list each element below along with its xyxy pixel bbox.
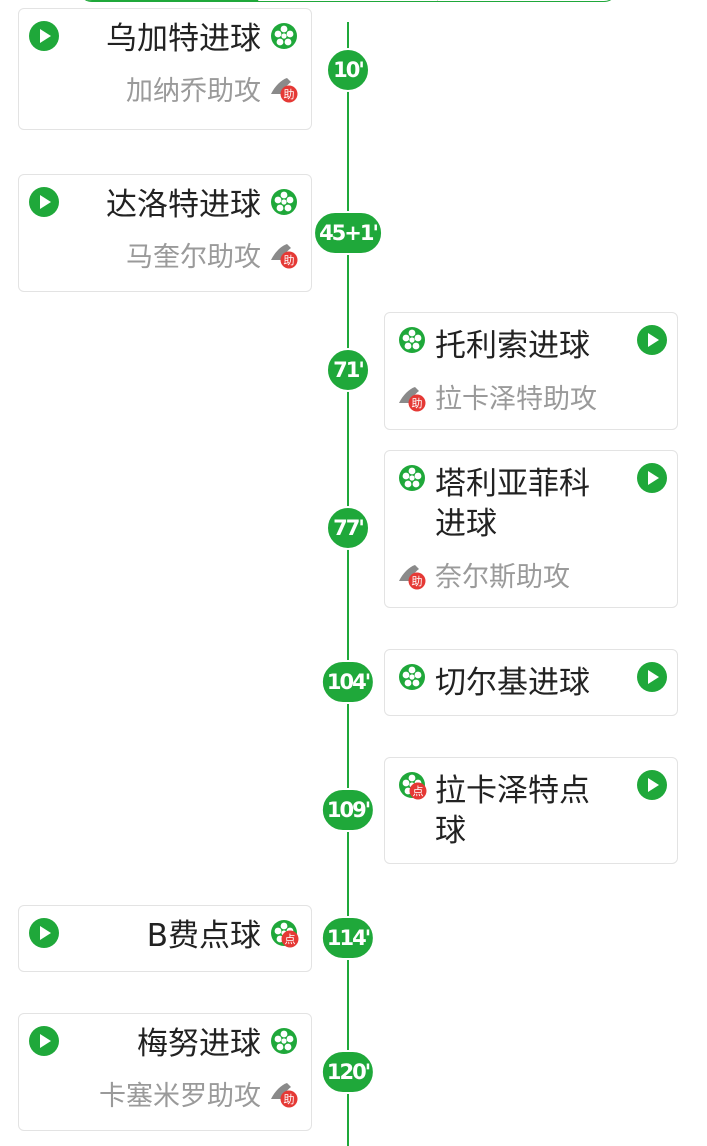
- tab-second[interactable]: [259, 0, 439, 1]
- svg-text:点: 点: [413, 785, 424, 798]
- svg-text:助: 助: [412, 396, 423, 410]
- play-icon[interactable]: [29, 918, 59, 948]
- svg-text:助: 助: [412, 574, 423, 588]
- event-card[interactable]: 托利索进球 助 拉卡泽特助攻: [384, 312, 678, 430]
- tab-third[interactable]: [438, 0, 617, 1]
- play-icon[interactable]: [637, 770, 667, 800]
- minute-badge: 120': [320, 1050, 376, 1094]
- football-icon: [269, 1026, 299, 1056]
- penalty-football-icon: 点: [397, 770, 427, 800]
- football-icon: [269, 21, 299, 51]
- minute-badge: 10': [326, 48, 370, 92]
- play-icon[interactable]: [637, 662, 667, 692]
- football-icon: [397, 662, 427, 692]
- event-title: 托利索进球: [435, 328, 590, 364]
- play-icon[interactable]: [29, 21, 59, 51]
- assist-label: 奈尔斯助攻: [435, 562, 570, 593]
- event-title: 乌加特进球: [106, 21, 261, 57]
- event-title: 达洛特进球: [106, 187, 261, 223]
- boot-assist-icon: 助: [397, 383, 427, 413]
- boot-assist-icon: 助: [397, 561, 427, 591]
- assist-label: 拉卡泽特助攻: [435, 384, 597, 415]
- event-title: 拉卡泽特点球: [435, 773, 590, 849]
- event-card[interactable]: B费点球 点: [18, 905, 312, 972]
- play-icon[interactable]: [29, 187, 59, 217]
- assist-label: 马奎尔助攻: [126, 242, 261, 273]
- football-icon: [269, 187, 299, 217]
- event-card[interactable]: 达洛特进球 马奎尔助攻 助: [18, 174, 312, 292]
- minute-badge: 77': [326, 506, 370, 550]
- penalty-football-icon: 点: [269, 918, 299, 948]
- svg-text:点: 点: [285, 933, 296, 946]
- assist-label: 卡塞米罗助攻: [99, 1081, 261, 1112]
- event-title: 塔利亚菲科进球: [435, 466, 590, 542]
- tab-active[interactable]: [79, 0, 259, 1]
- svg-text:助: 助: [284, 1092, 295, 1106]
- event-title: 切尔基进球: [435, 665, 590, 701]
- minute-badge: 71': [326, 348, 370, 392]
- play-icon[interactable]: [637, 325, 667, 355]
- assist-label: 加纳乔助攻: [126, 76, 261, 107]
- event-card[interactable]: 梅努进球 卡塞米罗助攻 助: [18, 1013, 312, 1131]
- football-icon: [397, 325, 427, 355]
- minute-badge: 45+1': [313, 211, 383, 255]
- boot-assist-icon: 助: [269, 1079, 299, 1109]
- football-icon: [397, 463, 427, 493]
- event-title: 梅努进球: [137, 1026, 261, 1062]
- play-icon[interactable]: [637, 463, 667, 493]
- event-title: B费点球: [146, 918, 261, 954]
- event-card[interactable]: 乌加特进球 加纳乔助攻 助: [18, 8, 312, 130]
- timeline-line: [347, 22, 349, 1146]
- event-card[interactable]: 切尔基进球: [384, 649, 678, 716]
- minute-badge: 114': [320, 916, 376, 960]
- event-card[interactable]: 塔利亚菲科进球 助 奈尔斯助攻: [384, 450, 678, 608]
- minute-badge: 104': [320, 660, 376, 704]
- svg-text:助: 助: [284, 253, 295, 267]
- play-icon[interactable]: [29, 1026, 59, 1056]
- event-card[interactable]: 点 拉卡泽特点球: [384, 757, 678, 864]
- boot-assist-icon: 助: [269, 74, 299, 104]
- svg-text:助: 助: [284, 87, 295, 101]
- tab-bar-fragment: [78, 0, 618, 2]
- minute-badge: 109': [320, 788, 376, 832]
- boot-assist-icon: 助: [269, 240, 299, 270]
